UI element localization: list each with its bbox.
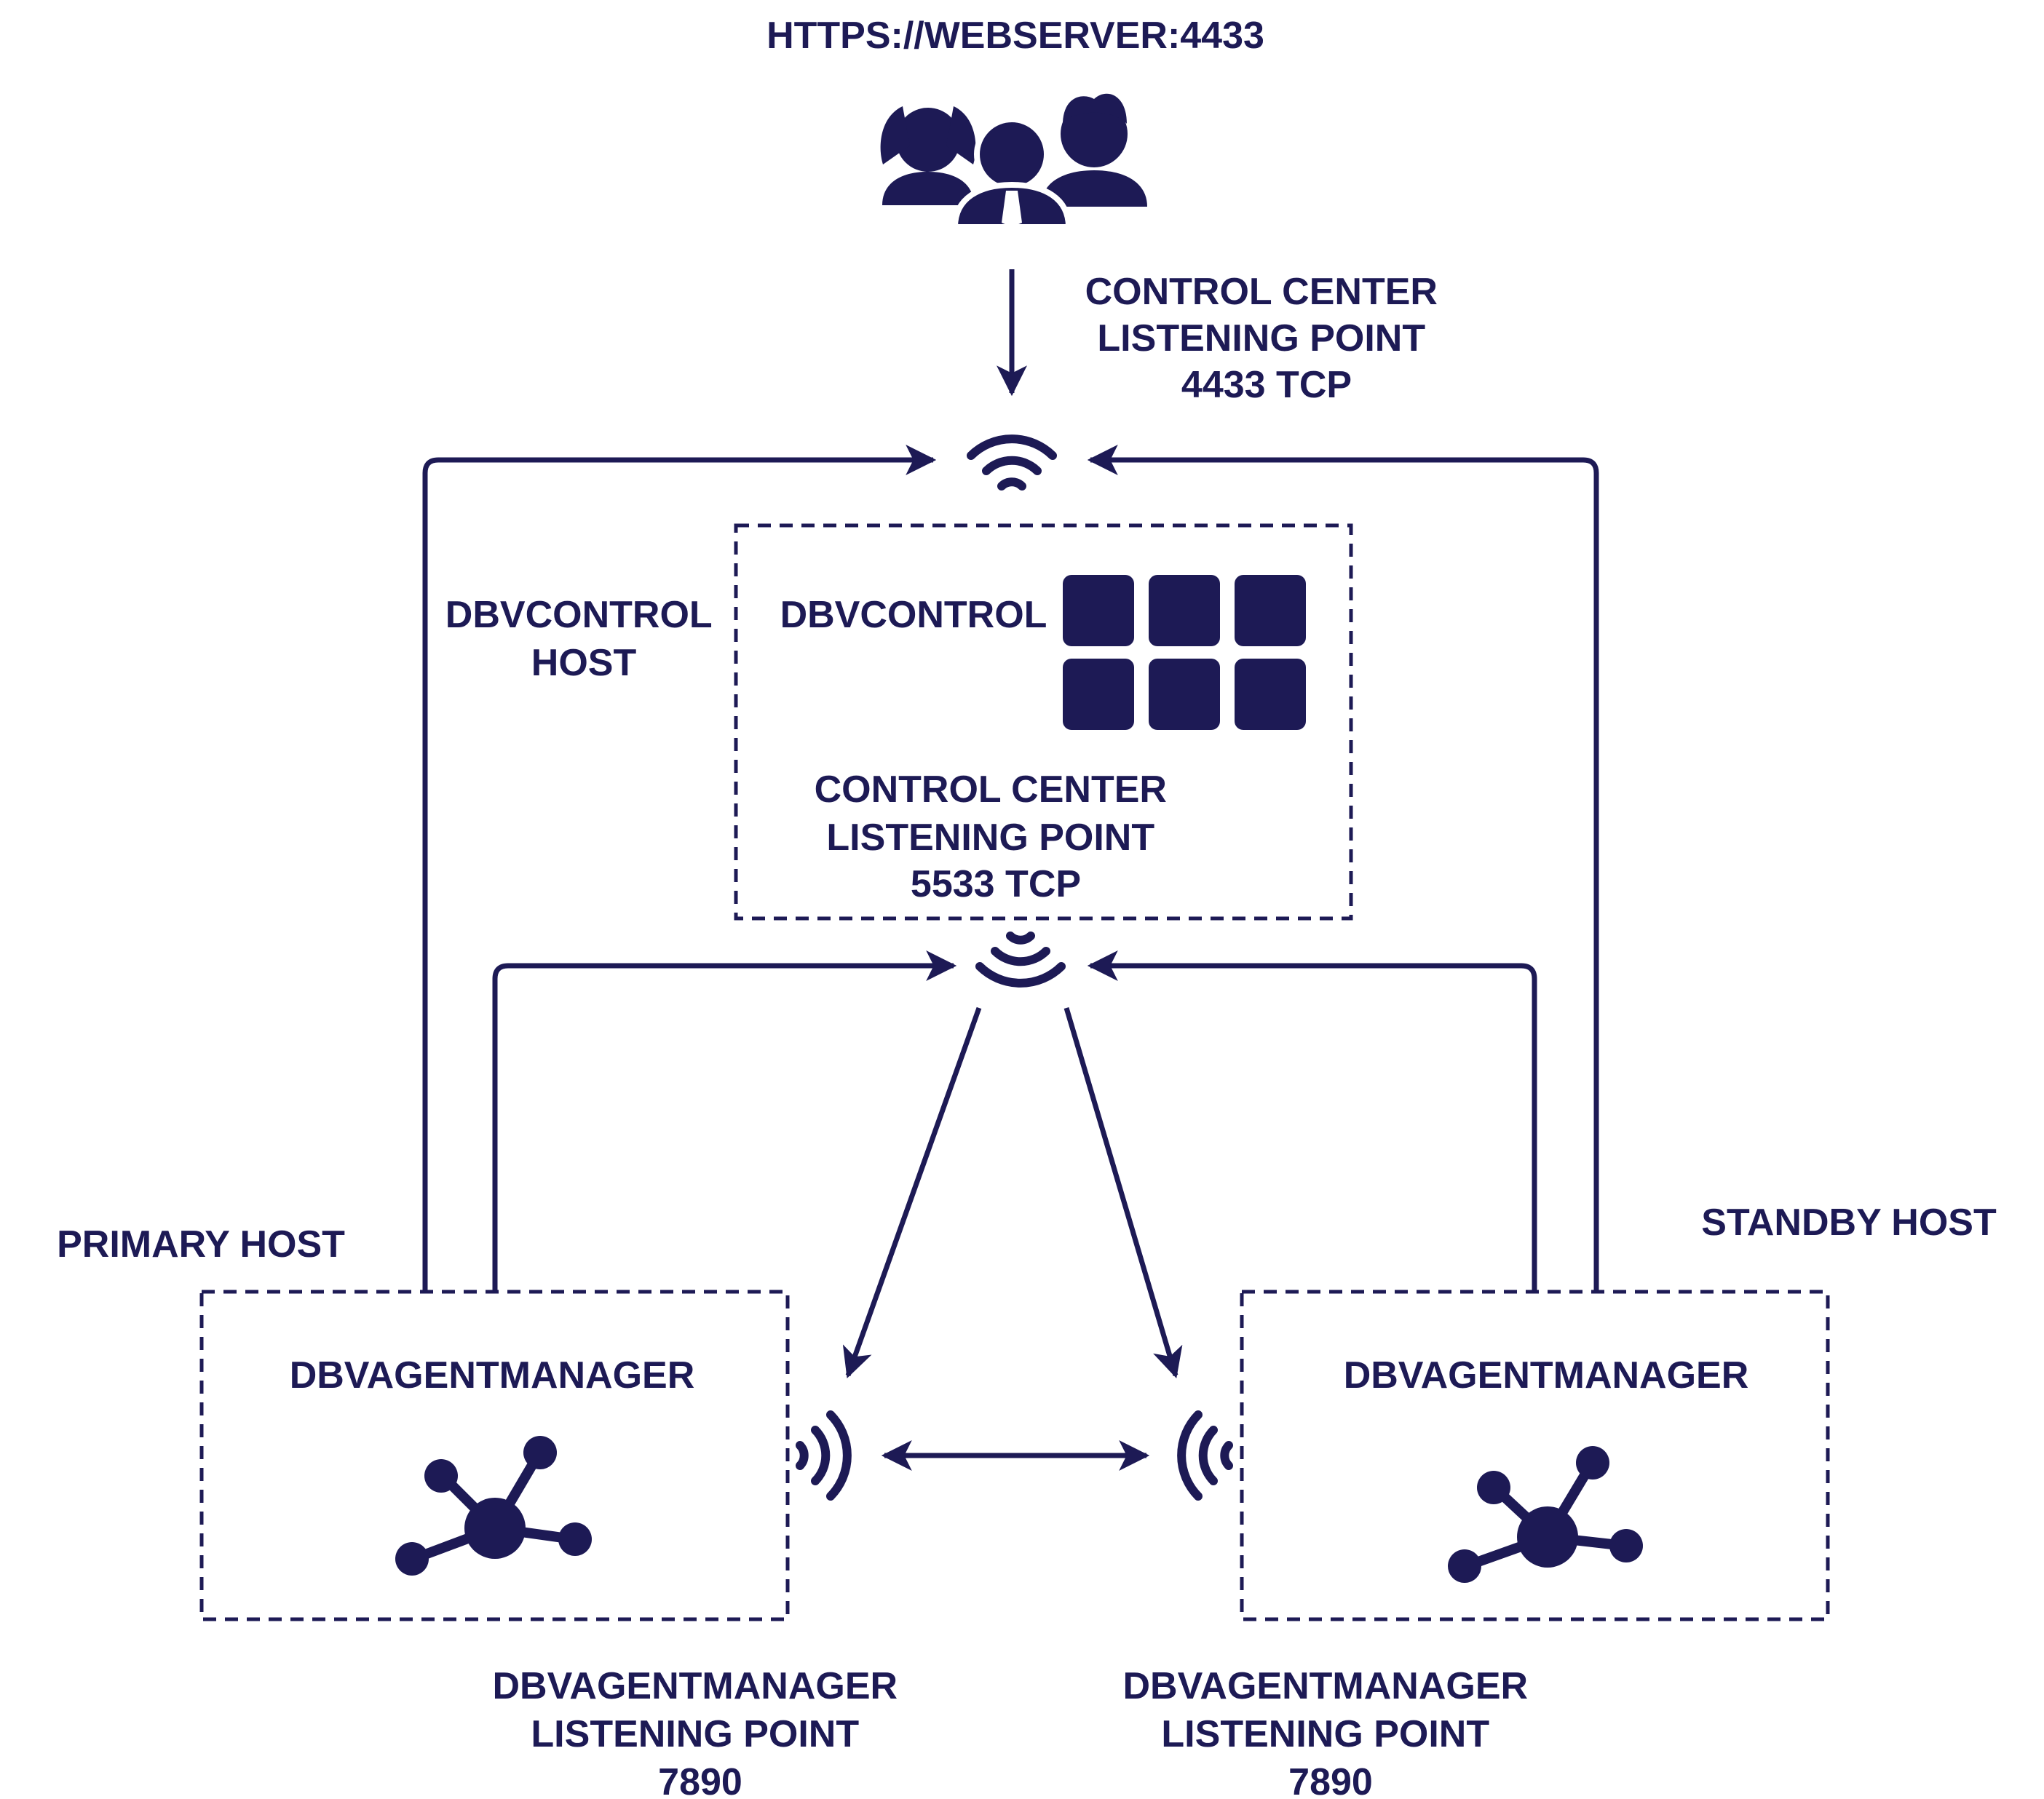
dbvcontrol-host-box [734,523,1353,921]
wifi-signal-icon [975,932,1066,988]
network-hub-icon [395,1436,592,1576]
control-to-primary-agent-arrow [842,1006,982,1378]
primary-agent-listen-label: DBVAGENTMANAGER LISTENING POINT 7890 [492,1665,908,1799]
users-group-icon [880,93,1147,230]
network-hub-icon [1448,1446,1643,1583]
control-to-standby-agent-arrow [1063,1007,1183,1379]
standby-to-control-5533-connector [1087,950,1537,1292]
standby-to-control-4433-connector [1087,445,1599,1292]
wifi-signal-icon [796,1410,852,1501]
wifi-signal-icon [967,434,1057,491]
primary-agent-label: DBVAGENTMANAGER [290,1354,695,1397]
standby-agent-label: DBVAGENTMANAGER [1344,1354,1749,1397]
primary-host-box [199,1290,790,1621]
cc-listen-4433-label: CONTROL CENTER LISTENING POINT 4433 TCP [1085,271,1449,406]
wifi-signal-icon [1177,1410,1233,1501]
standby-host-label: STANDBY HOST [1701,1202,1997,1244]
dbvcontrol-host-label: DBVCONTROL HOST [445,594,722,684]
webserver-url-label: HTTPS://WEBSERVER:4433 [766,15,1264,57]
standby-agent-listen-label: DBVAGENTMANAGER LISTENING POINT 7890 [1122,1665,1538,1799]
cc-listen-5533-label: CONTROL CENTER LISTENING POINT 5533 TCP [815,769,1178,905]
app-grid-icon [1063,575,1306,730]
standby-host-box [1240,1290,1830,1621]
dbvcontrol-label: DBVCONTROL [780,594,1047,636]
primary-host-label: PRIMARY HOST [57,1223,345,1266]
primary-to-control-4433-connector [422,445,937,1292]
primary-to-control-5533-connector [492,950,957,1292]
